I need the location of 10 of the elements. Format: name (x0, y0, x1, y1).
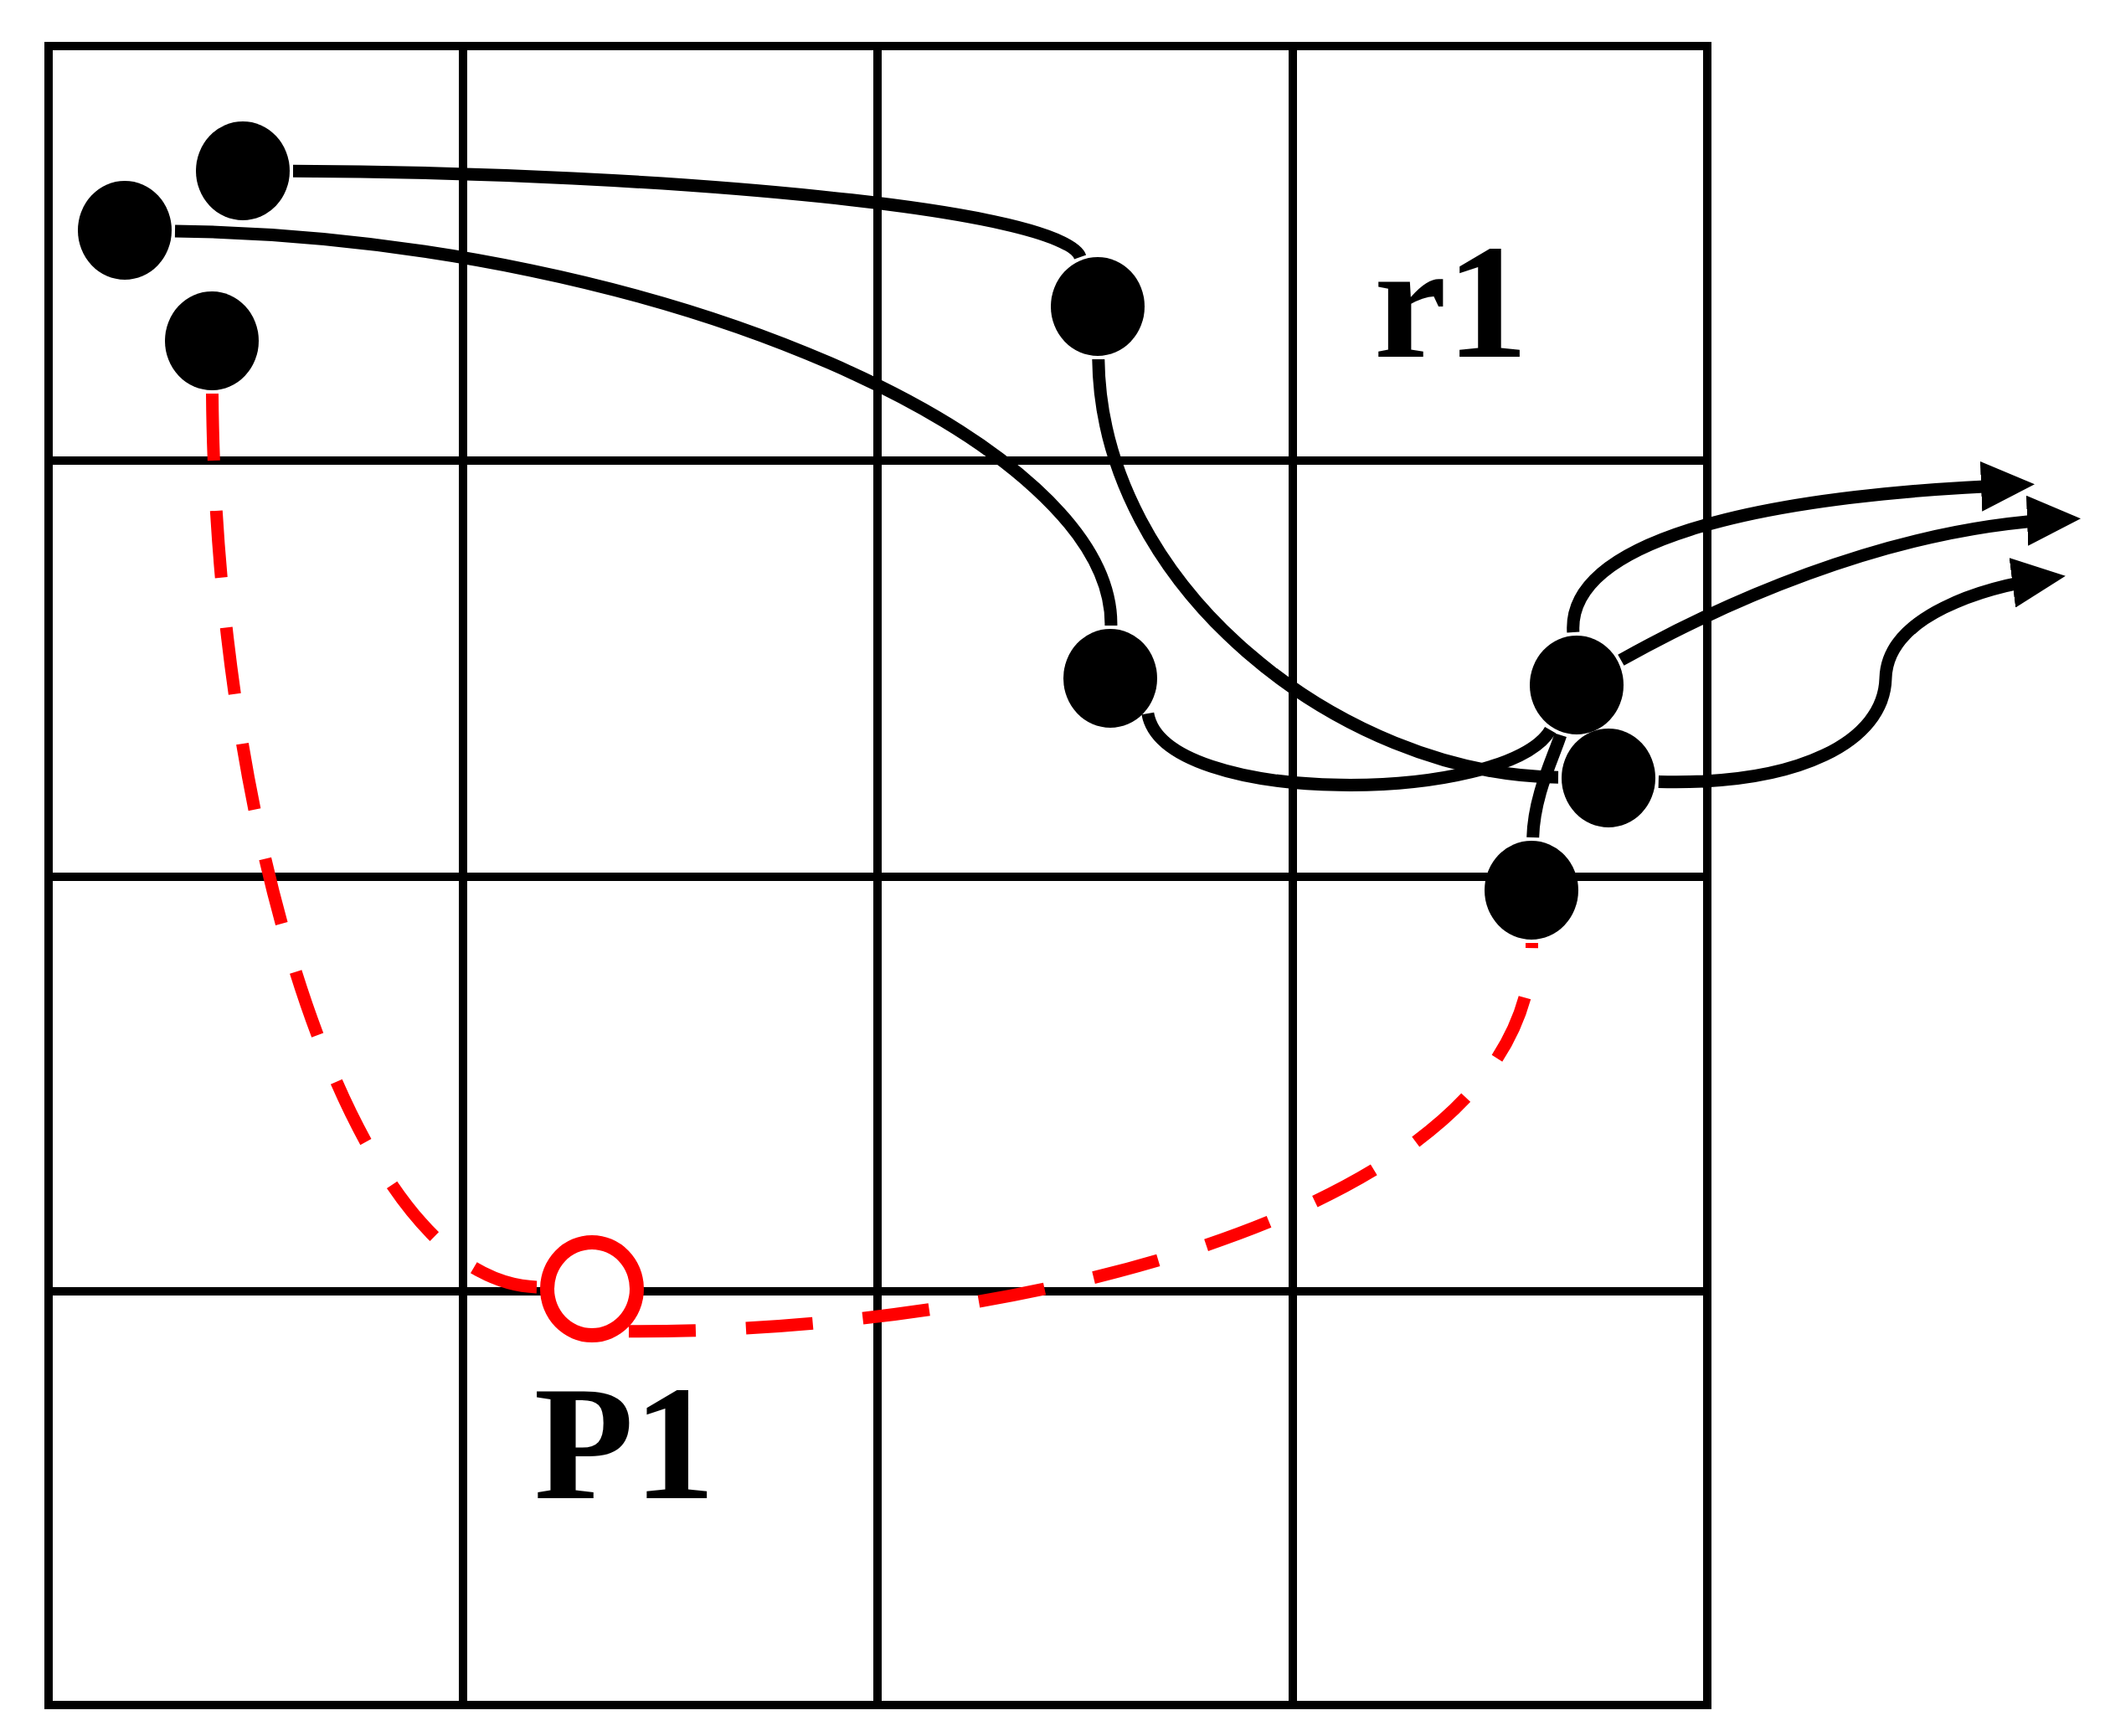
dashed-curve (206, 393, 538, 1294)
curved-arrow (1658, 559, 2066, 788)
curved-arrow (1618, 497, 2081, 666)
curved-line (1526, 733, 1567, 838)
point-label: P1 (533, 1362, 716, 1525)
curved-line (174, 224, 1118, 627)
region-label: r1 (1373, 220, 1529, 384)
curved-line (1142, 710, 1555, 791)
curved-arrow (1567, 461, 2035, 633)
curved-line (1092, 358, 1559, 784)
